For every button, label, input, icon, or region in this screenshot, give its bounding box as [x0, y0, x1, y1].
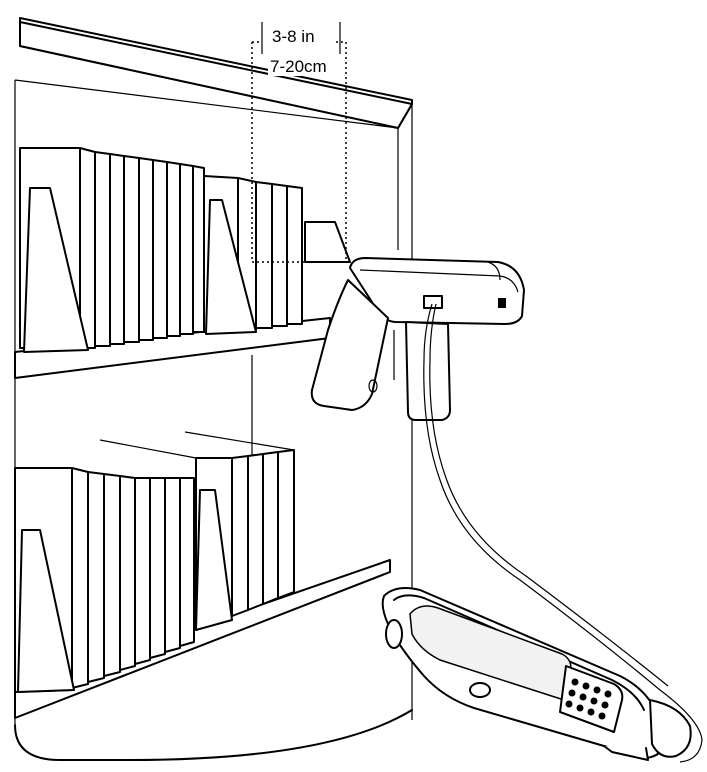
- rfid-reader-icon: [312, 258, 524, 420]
- book-group-upper-left: [20, 148, 204, 352]
- reader-handle: [406, 322, 450, 420]
- reader-port: [424, 296, 442, 308]
- device-button: [470, 683, 490, 697]
- device-connector: [650, 700, 691, 757]
- book-leaning: [305, 222, 350, 262]
- handheld-device-icon: [383, 588, 691, 760]
- book-group-upper-right: [204, 176, 350, 334]
- range-cm-label: 7-20cm: [270, 57, 327, 76]
- device-side-button: [386, 620, 402, 648]
- shelf-base: [15, 710, 412, 760]
- range-inches-label: 3-8 in: [272, 27, 315, 46]
